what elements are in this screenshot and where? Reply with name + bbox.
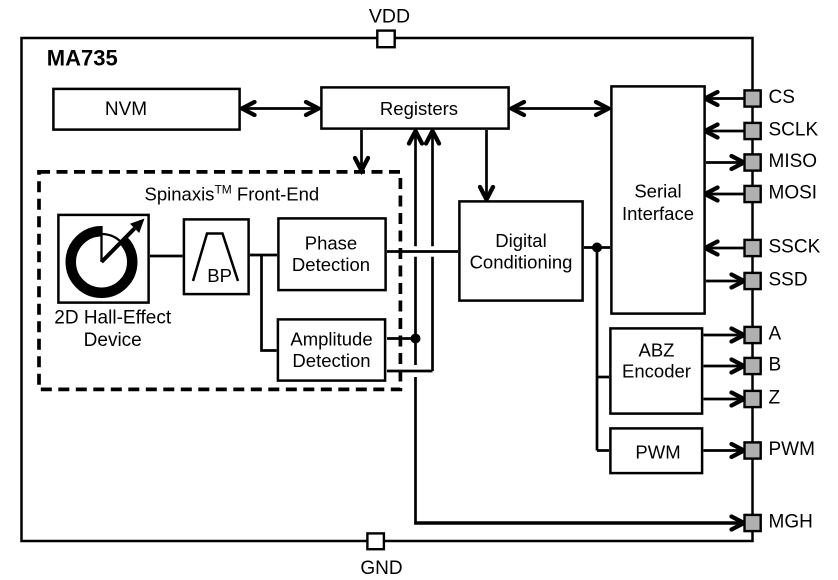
svg-text:MISO: MISO	[769, 151, 818, 172]
svg-text:SSD: SSD	[769, 270, 808, 291]
svg-text:MA735: MA735	[47, 45, 118, 70]
svg-text:CS: CS	[769, 87, 795, 108]
svg-text:Digital: Digital	[495, 230, 546, 251]
svg-text:B: B	[769, 355, 782, 376]
svg-text:SpinaxisTM Front-End: SpinaxisTM Front-End	[145, 183, 320, 205]
svg-text:SSCK: SSCK	[769, 237, 821, 258]
svg-text:NVM: NVM	[105, 99, 147, 120]
svg-text:GND: GND	[360, 558, 402, 579]
svg-text:Device: Device	[84, 330, 142, 351]
svg-text:A: A	[769, 324, 782, 345]
svg-text:Serial: Serial	[634, 181, 681, 202]
svg-text:MGH: MGH	[769, 512, 813, 533]
svg-text:ABZ: ABZ	[639, 340, 675, 361]
svg-text:PWM: PWM	[635, 442, 680, 463]
svg-text:Amplitude: Amplitude	[290, 329, 372, 350]
svg-text:Conditioning: Conditioning	[470, 252, 573, 273]
svg-text:Detection: Detection	[292, 350, 370, 371]
svg-text:Z: Z	[769, 388, 781, 409]
svg-text:PWM: PWM	[769, 439, 815, 460]
svg-text:Detection: Detection	[292, 254, 370, 275]
svg-text:2D Hall-Effect: 2D Hall-Effect	[54, 308, 172, 329]
svg-text:MOSI: MOSI	[769, 183, 818, 204]
svg-text:Registers: Registers	[380, 98, 458, 119]
svg-text:SCLK: SCLK	[769, 120, 819, 141]
svg-text:BP: BP	[207, 265, 232, 286]
svg-text:Encoder: Encoder	[622, 361, 691, 382]
svg-text:Interface: Interface	[622, 203, 694, 224]
svg-text:VDD: VDD	[369, 6, 410, 28]
svg-text:Phase: Phase	[305, 233, 357, 254]
